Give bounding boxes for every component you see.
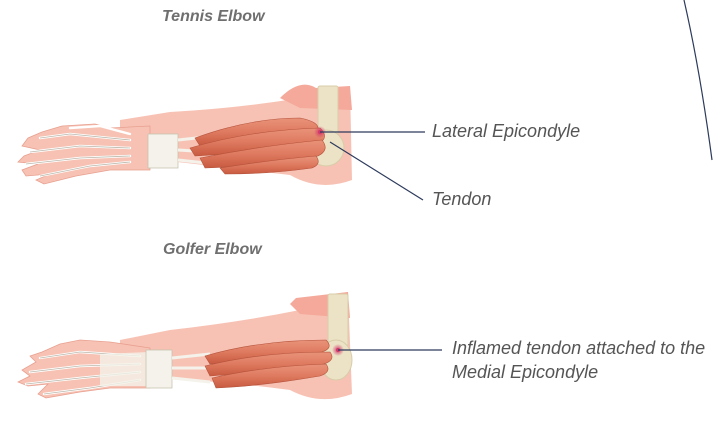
golfer-elbow-arm	[18, 292, 442, 399]
golfer-wrist-band	[146, 350, 172, 388]
golfer-humerus	[328, 294, 348, 346]
medial-epicondyle-label: Inflamed tendon attached to the Medial E…	[452, 336, 712, 384]
golfer-wrist-sheath	[100, 352, 150, 386]
decorative-arc	[684, 0, 712, 160]
tennis-elbow-title: Tennis Elbow	[162, 8, 265, 26]
lateral-epicondyle-label: Lateral Epicondyle	[432, 121, 580, 142]
tennis-wrist-band	[148, 134, 178, 168]
tennis-elbow-arm	[18, 85, 425, 200]
tendon-label: Tendon	[432, 189, 491, 210]
golfer-elbow-title: Golfer Elbow	[163, 241, 262, 259]
